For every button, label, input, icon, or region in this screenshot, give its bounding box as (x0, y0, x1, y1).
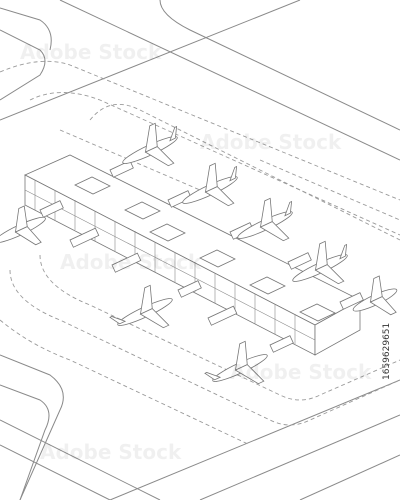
airplane (109, 284, 173, 329)
jet-bridges (39, 160, 364, 353)
airplane (352, 275, 398, 316)
airplane (0, 205, 46, 246)
airplane (237, 197, 293, 242)
airplane (182, 162, 238, 207)
apron-guide-lines (0, 60, 400, 446)
airplane (292, 240, 348, 285)
terminal-building (24, 154, 361, 356)
airplane (204, 340, 268, 385)
aircraft-group (0, 122, 398, 385)
airplane (122, 122, 178, 167)
stock-id-label: 1659629651 (382, 322, 392, 380)
